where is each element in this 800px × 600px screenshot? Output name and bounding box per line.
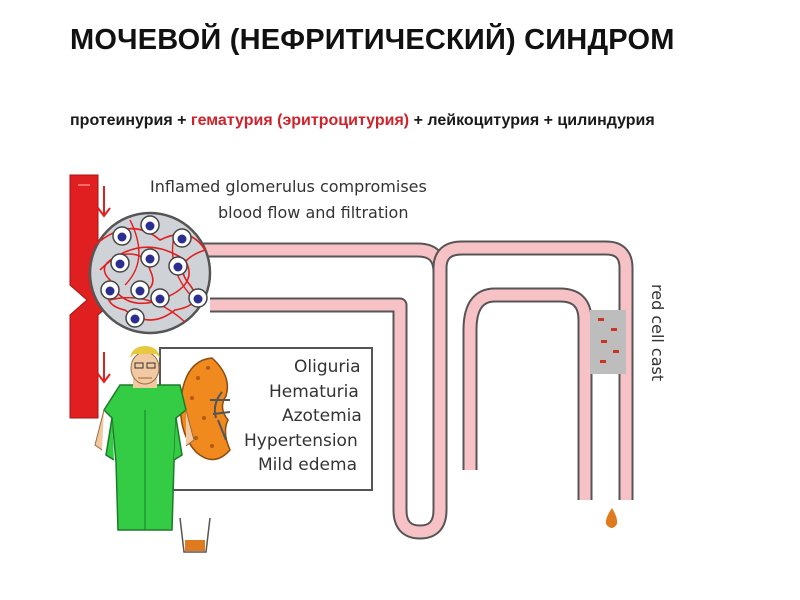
urine-cup-icon: [179, 517, 211, 553]
subtitle-part-proteinuria: протеинурия +: [70, 112, 191, 129]
subtitle: протеинурия + гематурия (эритроцитурия) …: [70, 96, 690, 146]
urine-drop-icon: [605, 508, 618, 528]
inflamed-glomerulus: [88, 211, 212, 335]
subtitle-part-hematuria: гематурия (эритроцитурия): [190, 112, 410, 129]
symptom-item: Mild edema: [258, 455, 357, 475]
glomerulus-caption-line-2: blood flow and filtration: [218, 203, 408, 222]
glomerulus-caption-line-1: Inflamed glomerulus compromises: [150, 177, 427, 196]
blood-flow-arrow-icon: [97, 352, 111, 384]
doctor-figure: [94, 346, 195, 531]
kidney-icon: [179, 357, 231, 461]
symptom-item: Oliguria: [294, 357, 361, 377]
symptom-item: Hypertension: [244, 431, 358, 451]
page-title: МОЧЕВОЙ (НЕФРИТИЧЕСКИЙ) СИНДРОМ: [70, 24, 675, 56]
red-cell-cast: [590, 310, 626, 374]
symptoms-list: Oliguria Hematuria Azotemia Hypertension…: [244, 357, 362, 475]
symptom-item: Azotemia: [282, 406, 362, 426]
blood-flow-arrow-icon: [97, 186, 111, 218]
symptom-item: Hematuria: [269, 382, 359, 402]
red-cell-cast-label: red cell cast: [648, 284, 667, 381]
renal-tubule: [200, 240, 634, 540]
subtitle-part-rest: + лейкоцитурия + цилиндурия: [409, 112, 655, 129]
